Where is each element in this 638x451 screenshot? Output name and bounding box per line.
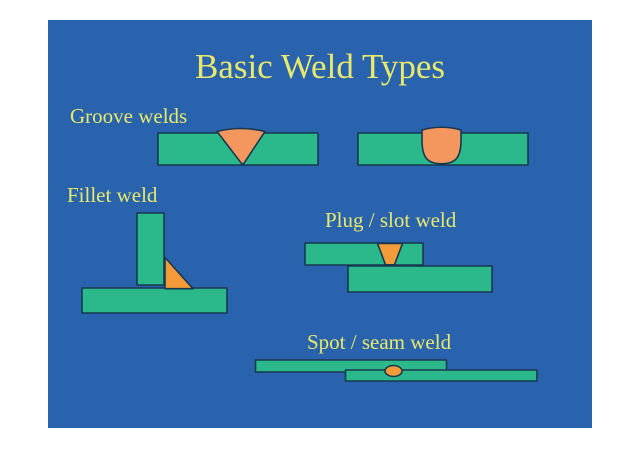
plug-slot-weld-label: Plug / slot weld bbox=[325, 208, 457, 232]
plug-slot-weld-diagram bbox=[304, 242, 493, 293]
slide-title: Basic Weld Types bbox=[194, 47, 446, 86]
groove-weld-v-diagram bbox=[157, 127, 319, 166]
fillet-weld-diagram bbox=[81, 212, 228, 314]
groove-u-weld-bead bbox=[421, 126, 462, 165]
groove-v-weld-bead bbox=[216, 127, 266, 165]
plug-weld-bead bbox=[376, 242, 404, 266]
plug-lower-plate bbox=[347, 265, 493, 293]
fillet-weld-bead bbox=[164, 256, 194, 290]
fillet-weld-label: Fillet weld bbox=[67, 183, 158, 207]
plug-upper-plate bbox=[304, 242, 424, 266]
groove-weld-u-diagram bbox=[357, 126, 529, 166]
spot-lower-plate bbox=[344, 369, 538, 382]
fillet-vertical-plate bbox=[136, 212, 165, 286]
spot-seam-weld-label: Spot / seam weld bbox=[307, 330, 452, 354]
groove-welds-label: Groove welds bbox=[70, 104, 188, 128]
spot-seam-weld-diagram bbox=[254, 359, 538, 382]
fillet-base-plate bbox=[81, 287, 228, 314]
spot-weld-nugget bbox=[384, 364, 403, 378]
